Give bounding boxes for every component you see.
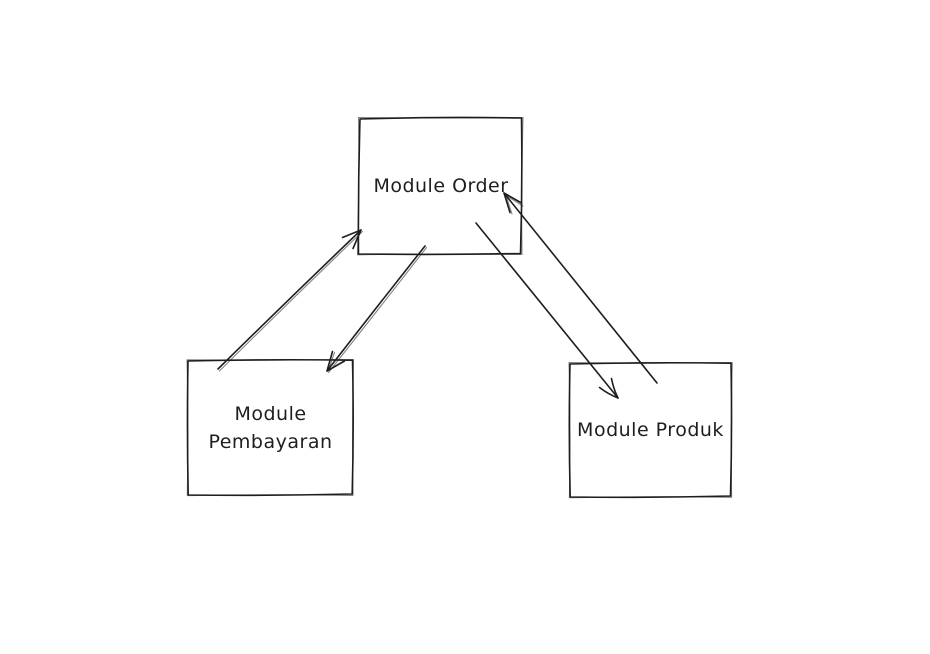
arrowhead-overstroke <box>505 194 524 215</box>
arrow-shaft-overstroke <box>327 246 428 374</box>
arrow-shaft <box>326 245 426 372</box>
rectangle-sketch-overstroke <box>356 116 524 256</box>
rectangle-shape <box>568 361 733 499</box>
arrow-shaft <box>475 222 619 399</box>
arrowhead <box>503 192 523 214</box>
arrowhead <box>326 350 346 372</box>
rectangle-shape <box>186 358 354 497</box>
rectangle-sketch-overstroke <box>568 361 733 499</box>
arrow-shaft <box>503 192 658 384</box>
rectangle-sketch-overstroke <box>186 358 355 497</box>
node-box-module-order[interactable] <box>356 116 524 256</box>
node-box-module-pembayaran[interactable] <box>186 358 355 497</box>
rectangle-shape <box>357 116 523 256</box>
arrow-produk-to-order[interactable] <box>503 192 658 384</box>
arrow-order-to-produk[interactable] <box>475 222 619 399</box>
arrow-order-to-pembayaran[interactable] <box>326 245 428 374</box>
node-box-module-produk[interactable] <box>568 361 733 499</box>
arrow-shaft <box>217 229 362 370</box>
arrow-pembayaran-to-order[interactable] <box>217 229 364 372</box>
arrowhead-overstroke <box>327 351 336 371</box>
arrowhead <box>598 377 619 399</box>
arrow-shaft-overstroke <box>218 230 364 372</box>
arrowhead <box>341 229 362 250</box>
